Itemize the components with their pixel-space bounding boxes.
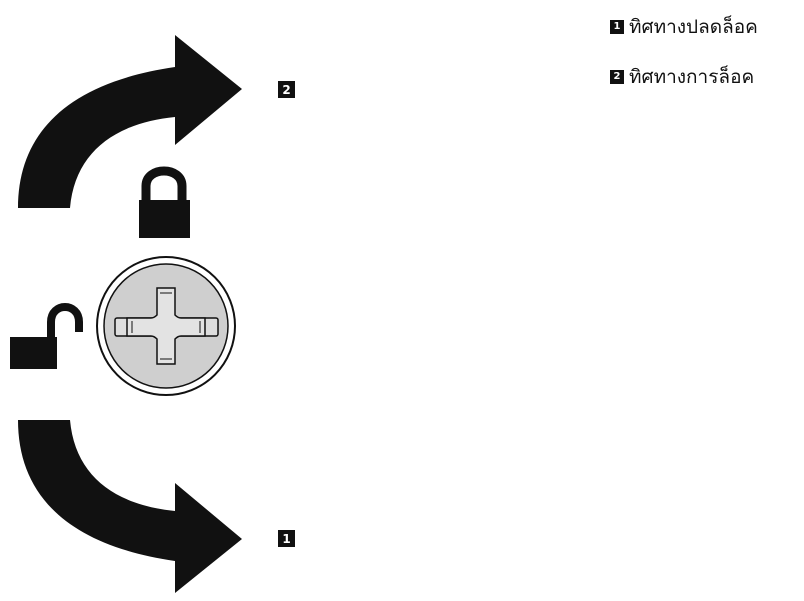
callout-badge-2: 2 [278,81,295,98]
legend-label: ทิศทางปลดล็อค [629,16,758,38]
legend-item-lock: 2 ทิศทางการล็อค [610,64,800,90]
legend-badge: 2 [610,70,624,84]
curved-arrow-clockwise-icon [18,35,242,208]
legend-badge: 1 [610,20,624,34]
callout-number-1: 1 [282,532,290,546]
padlock-open-icon [10,303,83,369]
phillips-screw-head-icon [96,256,236,396]
legend-item-unlock: 1 ทิศทางปลดล็อค [610,14,800,40]
callout-number-2: 2 [282,83,290,97]
curved-arrow-counterclockwise-icon [18,420,242,593]
callout-badge-1: 1 [278,530,295,547]
legend-label: ทิศทางการล็อค [629,66,755,88]
padlock-closed-icon [139,166,190,238]
legend: 1 ทิศทางปลดล็อค 2 ทิศทางการล็อค [610,14,800,114]
